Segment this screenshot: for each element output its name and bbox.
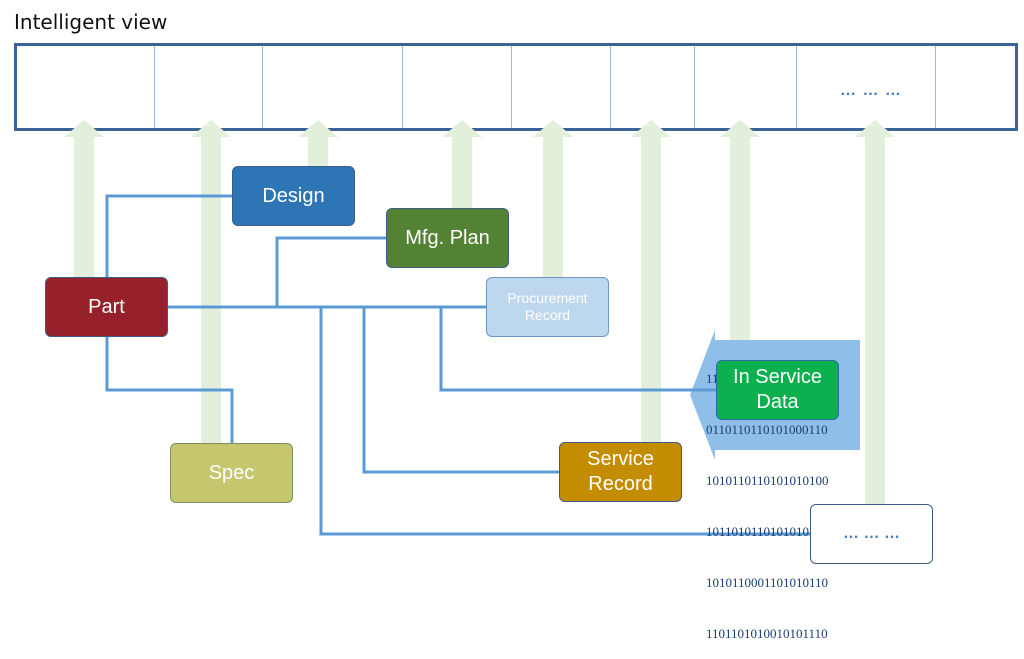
- connector-bus-service: [362, 307, 559, 474]
- procurement-label-line1: Procurement: [507, 289, 588, 306]
- up-arrow: [442, 120, 482, 208]
- page-title: Intelligent view: [14, 10, 168, 34]
- up-arrow: [533, 120, 573, 277]
- service-record-node: Service Record: [559, 442, 682, 502]
- up-arrow: [64, 120, 104, 277]
- bar-cell-divider: [262, 46, 263, 128]
- binary-line: 1011010110101010110: [706, 524, 829, 539]
- connector-part-design: [105, 194, 232, 277]
- bar-cell-divider: [511, 46, 512, 128]
- up-arrow: [298, 120, 338, 166]
- more-node: … … …: [810, 504, 933, 564]
- binary-line: 1010110110101010100: [706, 473, 829, 488]
- up-arrow: [191, 120, 231, 443]
- design-label: Design: [262, 184, 325, 207]
- bar-cell-divider: [402, 46, 403, 128]
- binary-line: 0110110110101000110: [706, 422, 828, 437]
- bar-cell-divider: [610, 46, 611, 128]
- procurement-record-node: Procurement Record: [486, 277, 609, 337]
- diagram-canvas: [64, 120, 895, 536]
- intelligent-view-bar: [14, 43, 1018, 131]
- design-node: Design: [232, 166, 355, 226]
- connector-bus-more: [319, 307, 810, 536]
- bar-ellipsis: … … …: [840, 82, 902, 99]
- binary-line: 1010110001101010110: [706, 575, 829, 590]
- up-arrow: [720, 120, 760, 360]
- procurement-label-line2: Record: [524, 307, 571, 323]
- connector-lines: [105, 194, 810, 536]
- spec-node: Spec: [170, 443, 293, 503]
- spec-label: Spec: [208, 461, 255, 484]
- bar-cell-divider: [796, 46, 797, 128]
- part-node: Part: [45, 277, 168, 337]
- connector-part-spec: [105, 337, 234, 443]
- up-arrow: [855, 120, 895, 504]
- in-service-label-line1: In Service: [733, 366, 822, 388]
- up-arrow: [631, 120, 671, 442]
- binary-line: 1101101010010101110: [706, 626, 828, 641]
- bar-cell-divider: [694, 46, 695, 128]
- mfg-plan-node: Mfg. Plan: [386, 208, 509, 268]
- connector-bus-mfg: [275, 236, 386, 307]
- service-label-line1: Service: [587, 448, 654, 470]
- in-service-label-line2: Data: [756, 391, 799, 413]
- service-label-line2: Record: [588, 473, 653, 495]
- up-arrows: [64, 120, 895, 504]
- more-label: … … …: [843, 525, 900, 542]
- bar-cell-divider: [935, 46, 936, 128]
- mfg-plan-label: Mfg. Plan: [405, 226, 490, 249]
- bar-cell-divider: [154, 46, 155, 128]
- part-label: Part: [88, 295, 125, 318]
- connector-bus-insvc: [439, 307, 716, 392]
- in-service-data-node: In Service Data: [716, 360, 839, 420]
